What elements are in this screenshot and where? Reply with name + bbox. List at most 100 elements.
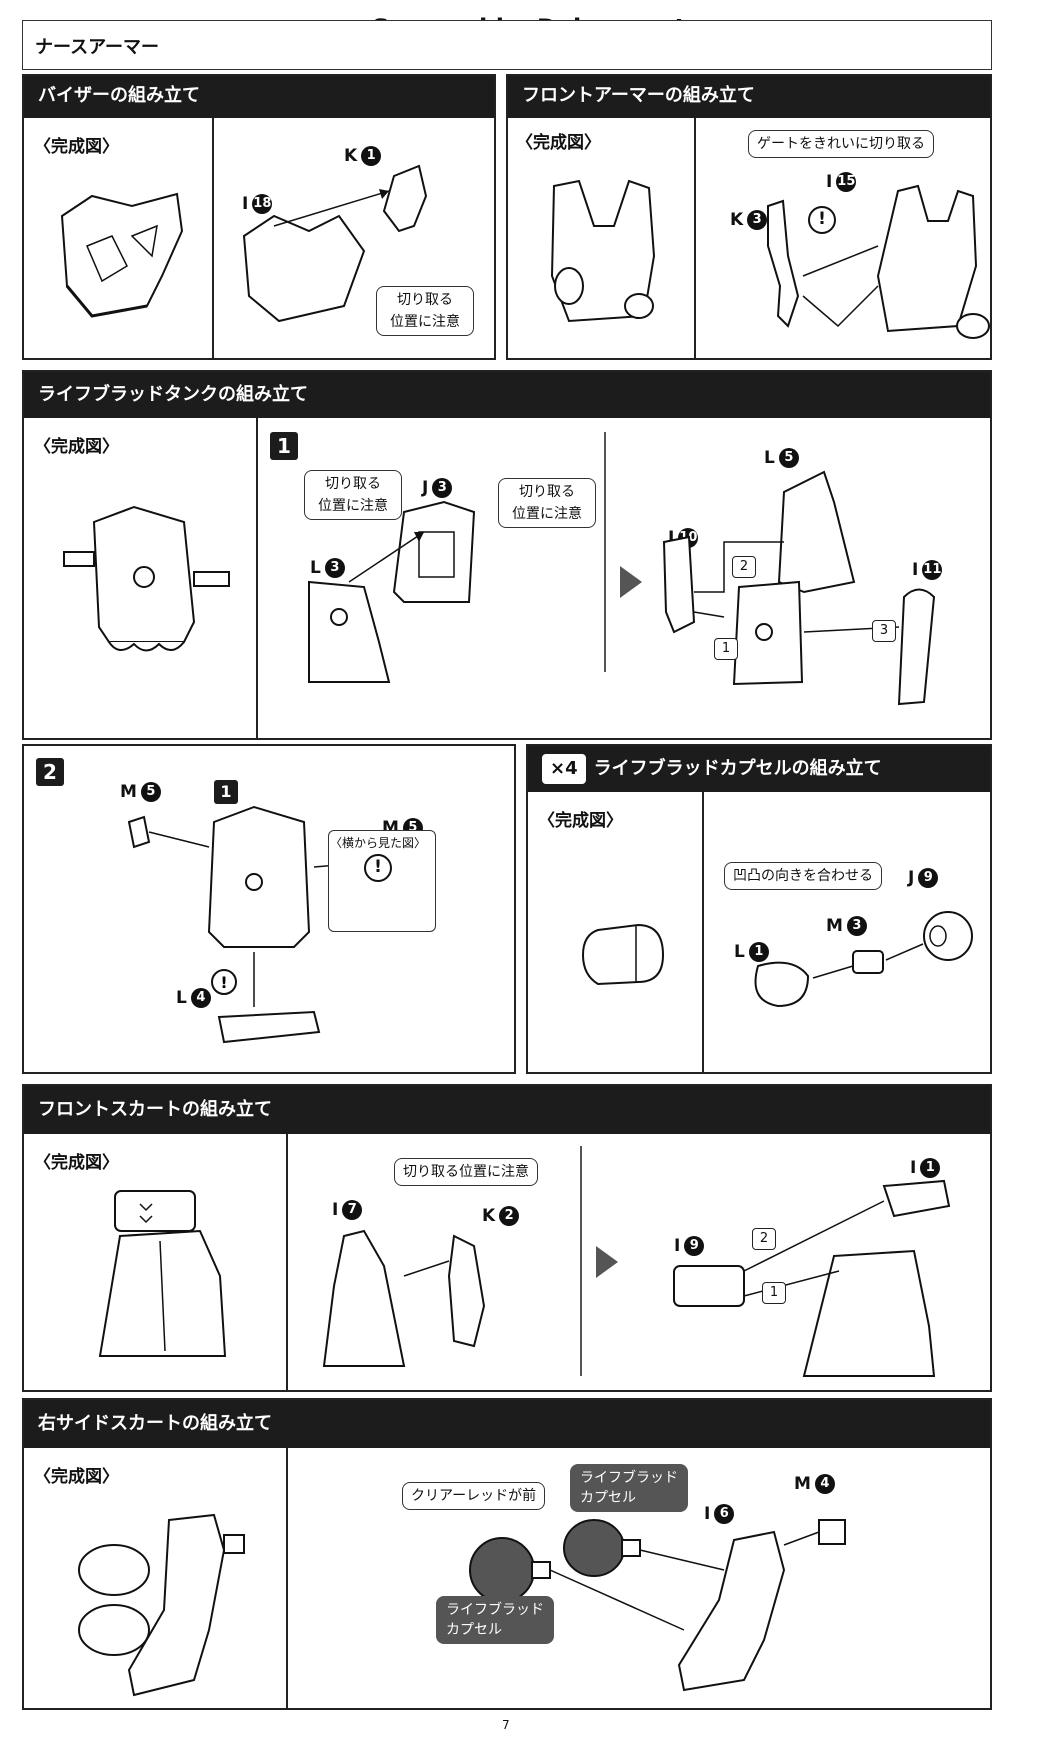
part-letter: L [764,448,775,468]
part-number: 4 [814,1474,835,1494]
front-skirt-complete-illustration [98,1190,227,1357]
step-1-badge: 1 [270,432,298,460]
front-skirt-title: フロントスカートの組み立て [24,1086,990,1134]
visor-complete-illustration [60,192,184,318]
part-number: 5 [140,782,161,802]
lifeblood-tank-title: ライフブラッドタンクの組み立て [24,372,990,418]
order-3: 3 [872,620,896,642]
step-1-reference: 1 [214,780,238,804]
part-letter: J [422,478,429,498]
part-number: 3 [324,558,345,578]
front-skirt-step2-illustration [673,1179,951,1377]
front-armor-gate-note: ゲートをきれいに切り取る [748,130,934,158]
part-letter: I [332,1200,339,1220]
part-number: 3 [747,210,768,230]
part-letter: I [674,1236,681,1256]
capsule-title-bar: ×4 ライフブラッドカプセルの組み立て [528,746,990,792]
part-letter: L [310,558,321,578]
part-number: 18 [252,194,273,214]
capsule-step-illustration [754,911,973,1008]
lifeblood-tank-section: ライフブラッドタンクの組み立て 〈完成図〉 1 切り取る 位置に注意 切り取る … [22,370,992,740]
capsule-label-top: ライフブラッド カプセル [570,1464,688,1512]
part-number: 15 [836,172,857,192]
next-step-arrow [620,566,642,598]
part-letter: M [794,1474,811,1494]
part-number: 4 [190,988,211,1008]
lifeblood-tank-done-label: 〈完成図〉 [34,437,119,457]
side-view-label: 〈横から見た図〉 [330,836,427,850]
part-letter: I [826,172,833,192]
tank-step1-right-illustration [662,470,936,706]
divider [286,1134,288,1390]
front-armor-step-illustration [767,184,990,339]
divider [702,792,704,1072]
front-armor-title: フロントアーマーの組み立て [508,76,990,118]
order-1: 1 [762,1282,786,1304]
front-skirt-done-label: 〈完成図〉 [34,1153,119,1173]
tank-cut-note-right: 切り取る 位置に注意 [498,478,596,528]
caution-icon: ! [808,206,836,234]
part-letter: M [120,782,137,802]
next-step-arrow [596,1246,618,1278]
svg-text:!: ! [220,973,227,992]
capsule-title: ライフブラッドカプセルの組み立て [593,758,882,779]
right-side-skirt-step-illustration [469,1519,846,1692]
tank-cut-note-left: 切り取る 位置に注意 [304,470,402,520]
right-side-skirt-done-label: 〈完成図〉 [34,1467,119,1487]
divider [212,118,214,358]
part-number: 9 [918,868,939,888]
capsule-complete-illustration [581,923,665,986]
part-number: 1 [920,1158,941,1178]
capsule-done-label: 〈完成図〉 [538,811,623,831]
part-number: 11 [922,560,943,580]
part-letter: K [730,210,744,230]
part-letter: K [344,146,358,166]
order-2: 2 [752,1228,776,1250]
divider [604,432,606,672]
part-letter: K [482,1206,496,1226]
divider [694,118,696,358]
capsule-align-note: 凹凸の向きを合わせる [724,862,882,890]
front-armor-done-label: 〈完成図〉 [516,133,601,153]
part-letter: L [176,988,187,1008]
capsule-multiplier: ×4 [542,754,586,784]
part-number: 7 [342,1200,363,1220]
capsule-label-bottom: ライフブラッド カプセル [436,1596,554,1644]
part-number: 1 [361,146,382,166]
lifeblood-tank-complete-illustration [63,505,230,652]
order-2: 2 [732,556,756,578]
part-number: 1 [748,942,769,962]
front-armor-complete-illustration [550,179,656,323]
divider [286,1448,288,1708]
part-letter: M [826,916,843,936]
part-number: 2 [499,1206,520,1226]
part-letter: L [734,942,745,962]
visor-section-title: バイザーの組み立て [24,76,494,118]
part-number: 9 [684,1236,705,1256]
order-1: 1 [714,638,738,660]
part-letter: I [668,528,675,548]
part-letter: I [242,194,249,214]
visor-done-label: 〈完成図〉 [34,137,119,157]
part-number: 3 [846,916,867,936]
part-number: 5 [778,448,799,468]
top-title-bar: ナースアーマー [22,20,992,70]
